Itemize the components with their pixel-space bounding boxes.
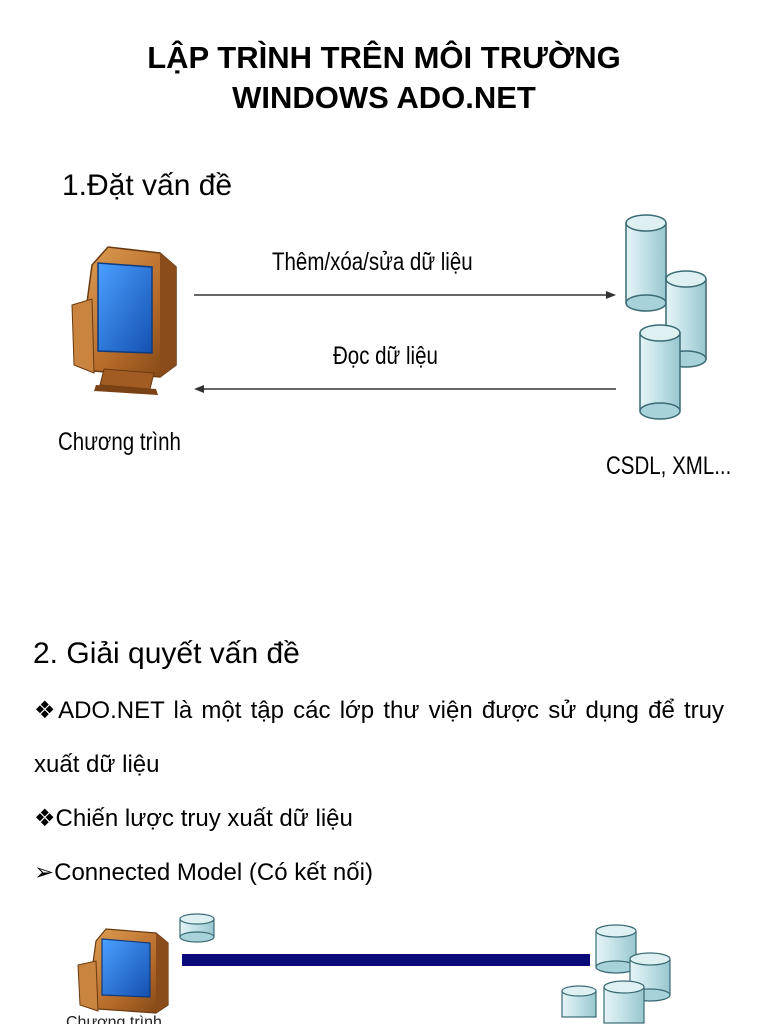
page-title: LẬP TRÌNH TRÊN MÔI TRƯỜNG WINDOWS ADO.NE… — [0, 38, 768, 118]
page-title-line-1: LẬP TRÌNH TRÊN MÔI TRƯỜNG — [147, 40, 621, 75]
bullet-ado-net-text: ADO.NET là một tập các lớp thư viện được… — [34, 697, 725, 778]
write-data-label: Thêm/xóa/sửa dữ liệu — [272, 248, 473, 276]
program-label: Chương trình — [58, 428, 181, 456]
bullet-connected-model: ➢Connected Model (Có kết nối) — [34, 846, 724, 900]
bullet-connected-model-text: Connected Model (Có kết nối) — [54, 859, 373, 886]
data-flow-diagram-graphic — [71, 214, 707, 420]
data-flow-diagram: Thêm/xóa/sửa dữ liệu Đọc dữ liệu Chương … — [0, 205, 768, 505]
computer-icon — [71, 246, 177, 395]
section-2-body: ❖ADO.NET là một tập các lớp thư viện đượ… — [34, 684, 724, 900]
database-icon — [625, 214, 707, 420]
section-1-heading: 1.Đặt vấn đề — [62, 169, 233, 202]
bullet-strategy-text: Chiến lược truy xuất dữ liệu — [55, 805, 353, 832]
diamond-bullet-icon: ❖ — [34, 697, 59, 724]
bullet-ado-net: ❖ADO.NET là một tập các lớp thư viện đượ… — [34, 684, 724, 792]
write-arrow — [194, 291, 616, 299]
connected-model-graphic — [77, 913, 671, 1024]
bullet-strategy: ❖Chiến lược truy xuất dữ liệu — [34, 792, 724, 846]
local-data-icon — [179, 913, 215, 943]
diamond-bullet-icon: ❖ — [34, 805, 56, 832]
program-label-cut-off: Chương trình — [66, 1014, 162, 1024]
database-label: CSDL, XML... — [606, 452, 732, 480]
page-title-line-2: WINDOWS ADO.NET — [232, 80, 536, 115]
computer-icon — [77, 928, 169, 1014]
read-data-label: Đọc dữ liệu — [333, 342, 438, 370]
section-2-heading: 2. Giải quyết vấn đề — [33, 637, 300, 670]
read-arrow — [194, 385, 616, 393]
connected-model-diagram: Chương trình — [0, 905, 768, 1024]
database-icon — [561, 924, 671, 1024]
arrow-bullet-icon: ➢ — [34, 859, 55, 886]
